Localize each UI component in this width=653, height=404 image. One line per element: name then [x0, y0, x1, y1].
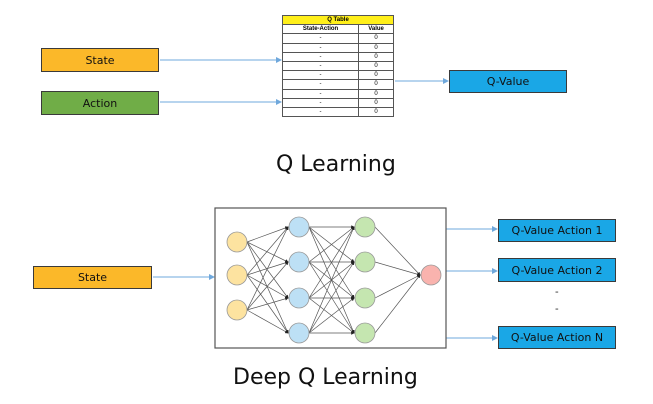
q-value-action-n-box: Q-Value Action N [498, 326, 616, 349]
q-table-col-state-action: State-Action [281, 24, 360, 35]
q-value-action-1-box: Q-Value Action 1 [498, 219, 616, 242]
node-hidden-2-2 [354, 251, 376, 273]
edge-hidden-2-0-to-output-0 [374, 226, 421, 276]
edge-input-0-to-hidden-1-0 [246, 226, 289, 243]
edge-hidden-1-3-to-hidden-2-1 [308, 261, 355, 334]
q-table-cell-state-action: - [281, 106, 360, 118]
node-hidden-1-1 [288, 216, 310, 238]
q-table-cell-state-action: - [281, 79, 360, 90]
q-table-row: -0 [281, 33, 394, 44]
edge-hidden-1-3-to-hidden-2-2 [308, 297, 355, 334]
q-table-row: -0 [281, 42, 394, 53]
edge-input-1-to-hidden-1-0 [246, 226, 289, 276]
ellipsis-dash-2: - [555, 303, 559, 315]
node-output-1 [420, 264, 442, 286]
edge-input-2-to-hidden-1-1 [246, 261, 289, 311]
edge-input-2-to-hidden-1-3 [246, 309, 289, 334]
q-learning-caption: Q Learning [276, 152, 396, 177]
edge-hidden-1-1-to-hidden-2-0 [308, 226, 355, 263]
edge-hidden-1-2-to-hidden-2-0 [308, 226, 355, 299]
q-table-title: Q Table [282, 14, 394, 26]
q-value-action-2-box: Q-Value Action 2 [498, 258, 616, 282]
q-table-cell-state-action: - [281, 42, 360, 53]
edge-hidden-1-3-to-hidden-2-0 [308, 226, 355, 334]
q-table-cell-value: 0 [358, 33, 394, 44]
deep-q-learning-caption: Deep Q Learning [233, 365, 418, 390]
edge-input-0-to-hidden-1-1 [246, 241, 289, 263]
node-input-1 [226, 231, 248, 253]
q-table-cell-value: 0 [358, 60, 394, 72]
q-table-cell-value: 0 [358, 106, 394, 118]
node-input-3 [226, 299, 248, 321]
q-table-cell-state-action: - [281, 51, 360, 62]
q-value-box: Q-Value [449, 70, 567, 93]
q-table-row: -0 [281, 70, 394, 81]
node-hidden-1-4 [288, 322, 310, 344]
q-table-row: -0 [281, 97, 394, 108]
dqn-state-box: State [33, 266, 152, 289]
q-table-cell-value: 0 [358, 88, 394, 99]
q-table-cell-value: 0 [358, 97, 394, 108]
q-table-cell-state-action: - [281, 97, 360, 108]
node-hidden-2-1 [354, 216, 376, 238]
node-hidden-2-4 [354, 322, 376, 344]
q-table-cell-value: 0 [358, 70, 394, 81]
edge-input-2-to-hidden-1-2 [246, 297, 289, 311]
ellipsis-dash-1: - [555, 286, 559, 298]
q-table: Q Table State-Action Value -0-0-0-0-0-0-… [281, 14, 394, 118]
q-table-cell-value: 0 [358, 79, 394, 90]
q-table-cell-state-action: - [281, 88, 360, 99]
node-hidden-2-3 [354, 287, 376, 309]
q-table-col-value: Value [358, 24, 394, 35]
node-hidden-1-2 [288, 251, 310, 273]
q-table-row: -0 [281, 88, 394, 99]
q-table-cell-value: 0 [358, 42, 394, 53]
q-table-cell-state-action: - [281, 60, 360, 72]
node-input-2 [226, 264, 248, 286]
edge-input-0-to-hidden-1-2 [246, 241, 289, 299]
q-action-box: Action [41, 91, 159, 115]
edge-input-0-to-hidden-1-3 [246, 241, 289, 334]
q-table-cell-value: 0 [358, 51, 394, 62]
q-table-cell-state-action: - [281, 70, 360, 81]
edge-input-2-to-hidden-1-0 [246, 226, 289, 311]
q-table-row: -0 [281, 106, 394, 118]
q-table-row: -0 [281, 60, 394, 72]
q-table-row: -0 [281, 79, 394, 90]
q-state-box: State [41, 48, 159, 72]
node-hidden-1-3 [288, 287, 310, 309]
edge-hidden-2-2-to-output-0 [374, 274, 421, 299]
edge-hidden-2-3-to-output-0 [374, 274, 421, 334]
q-table-row: -0 [281, 51, 394, 62]
q-table-cell-state-action: - [281, 33, 360, 44]
edge-hidden-2-1-to-output-0 [374, 261, 421, 276]
